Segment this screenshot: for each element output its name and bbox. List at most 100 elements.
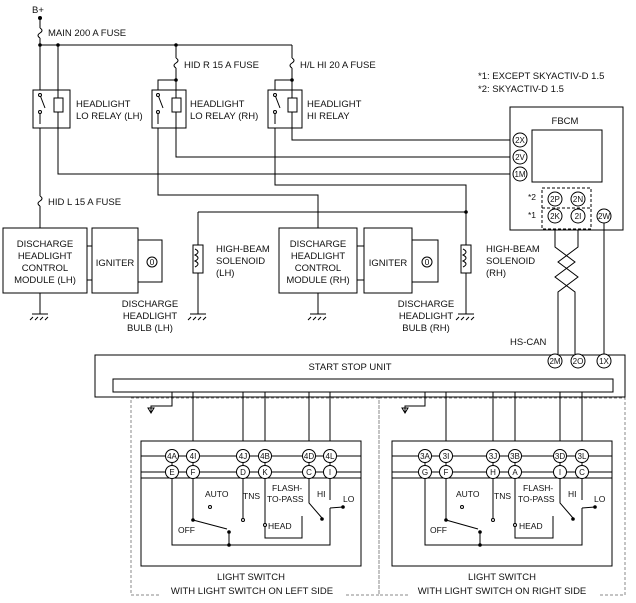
svg-text:HEADLIGHT: HEADLIGHT [190,99,245,110]
svg-text:IGNITER: IGNITER [369,258,408,269]
ssu-title: START STOP UNIT [308,362,391,373]
svg-text:WITH LIGHT SWITCH ON LEFT SIDE: WITH LIGHT SWITCH ON LEFT SIDE [171,586,333,597]
svg-text:4I: 4I [190,452,197,461]
svg-text:DISCHARGE: DISCHARGE [122,299,178,310]
lo-rh-output-wire [157,128,319,228]
svg-text:MODULE (LH): MODULE (LH) [14,275,76,286]
svg-text:HEADLIGHT: HEADLIGHT [76,99,131,110]
svg-text:HEADLIGHT: HEADLIGHT [123,311,178,322]
fbcm-module: FBCM 2X 2V 1M 2P 2N 2K 2I 2W *2 *1 [509,106,624,231]
svg-text:HI: HI [317,489,326,499]
svg-text:2X: 2X [515,136,525,145]
svg-text:DISCHARGE: DISCHARGE [17,239,73,250]
svg-text:WITH LIGHT SWITCH ON RIGHT SID: WITH LIGHT SWITCH ON RIGHT SIDE [418,586,587,597]
note-except-skyactiv: *1: EXCEPT SKYACTIV-D 1.5 [478,71,604,82]
svg-text:AUTO: AUTO [205,489,229,499]
svg-text:HIGH-BEAM: HIGH-BEAM [486,244,540,255]
svg-text:HEAD: HEAD [519,521,543,531]
svg-text:AUTO: AUTO [456,489,480,499]
lo-lh-relay-control-wire [57,128,512,175]
svg-text:H: H [490,468,496,477]
hid-l-fuse-label: HID L 15 A FUSE [48,197,121,208]
discharge-headlight-control-module-rh: DISCHARGE HEADLIGHT CONTROL MODULE (RH) [278,227,358,294]
igniter-rh: IGNITER [363,227,413,294]
svg-text:1M: 1M [514,170,525,179]
ground-lh-module [32,293,48,315]
hl-hi-branch-wire [274,79,292,90]
svg-text:F: F [444,468,449,477]
discharge-headlight-control-module-lh: DISCHARGE HEADLIGHT CONTROL MODULE (LH) [2,227,88,294]
can-wire-l [557,230,579,358]
svg-text:2P: 2P [550,195,560,204]
light-switch-left-variant: 4A 4I 4J 4B 4D 4L E F D K C I AUTO TNS F… [130,392,380,597]
main-bus-wire [40,44,292,90]
lo-rh-relay-control-wire [175,128,512,158]
svg-text:3L: 3L [578,452,587,461]
fbcm-title: FBCM [552,116,579,127]
svg-text:IGNITER: IGNITER [96,258,135,269]
light-switch-right-variant: 3A 3I 3J 3B 3D 3L G F H A I C AUTO TNS F… [378,392,626,597]
svg-text:C: C [579,468,585,477]
svg-text:LO: LO [343,494,355,504]
svg-text:E: E [169,468,174,477]
svg-text:(RH): (RH) [486,268,506,279]
svg-text:HEADLIGHT: HEADLIGHT [307,99,362,110]
igniter-lh: IGNITER [91,227,139,294]
svg-text:C: C [306,468,312,477]
hid-r-fuse-symbol [173,57,179,69]
svg-text:F: F [191,468,196,477]
ground-lh-solenoid [190,273,206,315]
svg-text:3A: 3A [420,452,430,461]
svg-text:2I: 2I [575,212,582,221]
svg-text:TO-PASS: TO-PASS [518,494,555,504]
hi-relay-control-wire [291,128,512,141]
svg-text:2K: 2K [550,212,560,221]
svg-text:SOLENOID: SOLENOID [216,256,265,267]
hl-hi-fuse-symbol [289,57,295,69]
note-skyactiv: *2: SKYACTIV-D 1.5 [478,84,564,95]
svg-text:2W: 2W [598,212,610,221]
main-fuse-symbol [37,27,43,39]
hid-r-branch-wire [157,79,176,90]
headlight-hi-relay: HEADLIGHT HI RELAY [267,89,362,129]
ground-rh-solenoid [458,273,474,315]
svg-text:HEAD: HEAD [268,521,292,531]
svg-text:0: 0 [425,257,430,267]
svg-text:1X: 1X [599,357,609,366]
main-fuse-label: MAIN 200 A FUSE [48,28,126,39]
headlight-lo-relay-rh: HEADLIGHT LO RELAY (RH) [151,89,258,129]
hi-output-wire [274,128,467,245]
svg-text:HI: HI [568,489,577,499]
svg-text:(LH): (LH) [216,268,234,279]
svg-text:4L: 4L [326,452,335,461]
svg-text:OFF: OFF [430,525,447,535]
svg-text:K: K [262,468,268,477]
svg-text:G: G [422,468,428,477]
high-beam-solenoid-rh: HIGH-BEAM SOLENOID (RH) [460,244,540,279]
svg-text:LO RELAY (LH): LO RELAY (LH) [76,111,143,122]
svg-text:CONTROL: CONTROL [22,263,68,274]
svg-text:2N: 2N [573,195,583,204]
svg-text:2O: 2O [573,357,584,366]
svg-text:DISCHARGE: DISCHARGE [290,239,346,250]
svg-text:2V: 2V [515,153,525,162]
svg-text:3D: 3D [555,452,565,461]
svg-text:3I: 3I [443,452,450,461]
svg-text:4D: 4D [304,452,314,461]
svg-text:FLASH-: FLASH- [272,483,302,493]
headlight-lo-relay-lh: HEADLIGHT LO RELAY (LH) [32,89,143,129]
supply-label: B+ [32,5,44,16]
svg-text:HI RELAY: HI RELAY [307,111,350,122]
svg-text:LO: LO [594,494,606,504]
svg-text:HEADLIGHT: HEADLIGHT [399,311,454,322]
can-wire-h [554,230,576,358]
svg-text:LIGHT SWITCH: LIGHT SWITCH [217,572,285,583]
svg-text:I: I [559,468,561,477]
svg-text:DISCHARGE: DISCHARGE [398,299,454,310]
svg-text:TNS: TNS [243,491,260,501]
svg-text:D: D [240,468,246,477]
discharge-headlight-bulb-rh: 0 DISCHARGE HEADLIGHT BULB (RH) [398,239,454,334]
discharge-headlight-bulb-lh: 0 DISCHARGE HEADLIGHT BULB (LH) [122,239,178,334]
hl-hi-fuse-label: H/L HI 20 A FUSE [300,60,376,71]
